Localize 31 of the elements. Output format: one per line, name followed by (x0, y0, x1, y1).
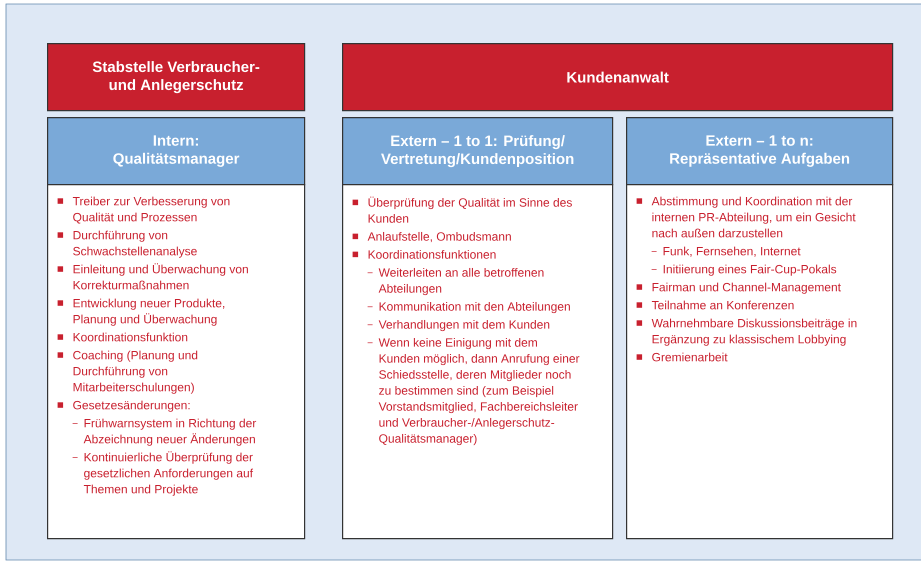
list-box (626, 184, 894, 540)
sub-item: Verhandlungen mit dem Kunden (367, 320, 550, 332)
title-box: Kundenanwalt (342, 43, 894, 112)
bullet-item: Durchführung von Schwachstellenanalyse (58, 230, 197, 258)
bullet-item: Gremienarbeit (636, 352, 728, 362)
sub-item: Weiterleiten an alle betroffenen Abteilungen (367, 268, 544, 296)
bullet-item: Abstimmung und Koordination mit der internen PR-Abteilung, um ein Gesicht nach außen darzustellen (636, 196, 856, 238)
bullet-item: Überprüfung der Qualität im Sinne des Kunden (352, 196, 572, 223)
title-box: Stabstelle Verbraucher- und Anlegerschutz (47, 43, 306, 112)
bullet-item: Treiber zur Verbesserung von Qualität und Prozessen (58, 196, 230, 224)
bullet-item: Koordinationsfunktion (58, 332, 188, 342)
sub-item: Wenn keine Einigung mit dem Kunden möglich, dann Anrufung einer Schiedsstelle, deren Mitglieder noch zu bestimmen sind (zum Beispiel Vorstandsmitglied, Fachbereichsleiter und Verbraucher-/Anlegerschutz-Qualitätsmanager) (367, 338, 580, 446)
bullet-item: Einleitung und Überwachung von Korrekturmaßnahmen (58, 263, 248, 290)
bullet-item: Fairman und Channel-Management (636, 282, 841, 294)
bullet-item: Gesetzesänderungen: (58, 400, 190, 412)
sub-item: Funk, Fernsehen, Internet (651, 246, 801, 257)
list-box (342, 184, 614, 540)
bullet-item: Coaching (Planung und Durchführung von Mitarbeiterschulungen) (58, 350, 198, 394)
bullet-item: Wahrnehmbare Diskussionsbeiträge in Ergänzung zu klassischem Lobbying (636, 318, 856, 346)
sub-item: Frühwarnsystem in Richtung der Abzeichnung neuer Änderungen (72, 418, 256, 446)
bullet-item: Anlaufstelle, Ombudsmann (352, 232, 511, 242)
list-box (47, 184, 306, 540)
sub-item: Initiierung eines Fair-Cup-Pokals (651, 264, 836, 276)
sub-item: Kommunikation mit den Abteilungen (367, 302, 570, 314)
bullet-item: Koordinationsfunktionen (352, 250, 496, 259)
bullet-item: Entwicklung neuer Produkte, Planung und Überwachung (58, 298, 224, 326)
bullet-item: Teilnahme an Konferenzen (636, 300, 794, 310)
header-box: Intern: Qualitätsmanager (47, 117, 306, 186)
header-box: Extern – 1 to 1: Prüfung/ Vertretung/Kundenposition (342, 117, 614, 186)
sub-item: Kontinuierliche Überprüfung der gesetzlichen Anforderungen auf Themen und Projekte (72, 451, 254, 496)
header-box: Extern – 1 to n: Repräsentative Aufgaben (626, 117, 894, 186)
